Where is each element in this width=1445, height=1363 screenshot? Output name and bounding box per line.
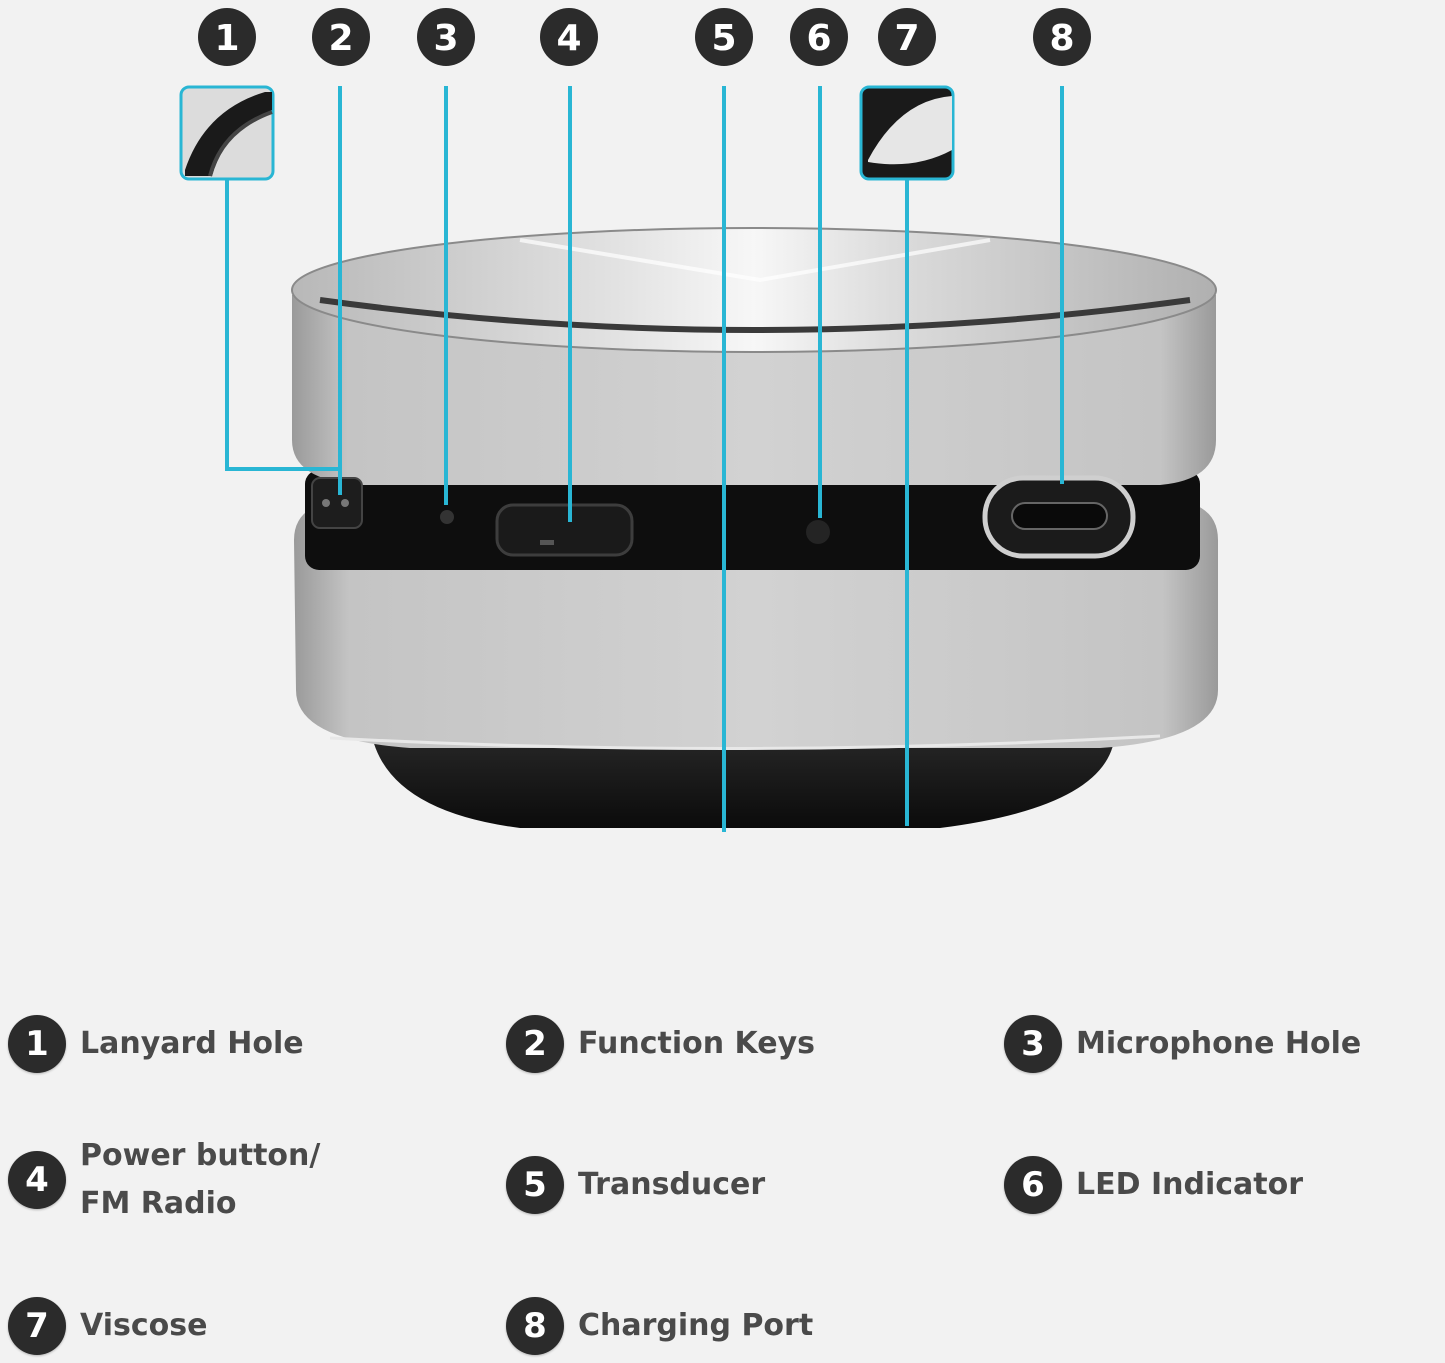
legend-label: Microphone Hole (1076, 1020, 1361, 1068)
legend-label-line: Charging Port (578, 1308, 814, 1343)
legend-number-badge: 2 (506, 1015, 564, 1073)
legend-label-line: LED Indicator (1076, 1167, 1304, 1202)
marker-circle (878, 8, 936, 66)
legend-item-6: 6 LED Indicator (1004, 1156, 1303, 1214)
marker-circle (198, 8, 256, 66)
speaker-body (291, 227, 1218, 828)
speaker-diagram: 1 2 3 4 5 6 7 8 (179, 8, 1218, 832)
marker-number: 5 (711, 18, 736, 59)
legend-item-8: 8 Charging Port (506, 1297, 813, 1355)
legend-label-line: Function Keys (578, 1026, 816, 1061)
marker-number: 2 (328, 18, 353, 59)
legend-number-badge: 8 (506, 1297, 564, 1355)
legend-label-line: Transducer (578, 1167, 766, 1202)
marker-1: 1 (198, 8, 256, 66)
top-markers: 1 2 3 4 5 6 7 8 (198, 8, 1091, 66)
legend-label: Power button/FM Radio (80, 1132, 320, 1228)
microphone-hole (440, 510, 454, 524)
marker-circle (417, 8, 475, 66)
leader-line-1 (225, 180, 340, 471)
legend-item-3: 3 Microphone Hole (1004, 1015, 1361, 1073)
legend-item-7: 7 Viscose (8, 1297, 207, 1355)
marker-number: 7 (894, 18, 919, 59)
marker-3: 3 (417, 8, 475, 66)
legend-item-2: 2 Function Keys (506, 1015, 815, 1073)
marker-number: 4 (556, 18, 581, 59)
marker-circle (540, 8, 598, 66)
legend-number-badge: 7 (8, 1297, 66, 1355)
detail-thumbnail-viscose (859, 85, 955, 181)
legend-label: Function Keys (578, 1020, 815, 1068)
marker-2: 2 (312, 8, 370, 66)
marker-number: 8 (1049, 18, 1074, 59)
legend-label: Transducer (578, 1161, 765, 1209)
marker-5: 5 (695, 8, 753, 66)
legend-number-badge: 1 (8, 1015, 66, 1073)
marker-circle (790, 8, 848, 66)
legend-number-badge: 3 (1004, 1015, 1062, 1073)
marker-number: 3 (433, 18, 458, 59)
lanyard-hole (311, 477, 363, 529)
legend-label: Charging Port (578, 1302, 813, 1350)
leader-lines (225, 86, 1064, 832)
legend-label-line: Viscose (80, 1308, 208, 1343)
marker-circle (695, 8, 753, 66)
legend-label-line: Lanyard Hole (80, 1026, 304, 1061)
speaker-base (370, 725, 1116, 828)
marker-8: 8 (1033, 8, 1091, 66)
legend-number-badge: 4 (8, 1151, 66, 1209)
marker-number: 1 (214, 18, 239, 59)
power-button (495, 503, 634, 557)
legend-label: LED Indicator (1076, 1161, 1303, 1209)
legend-item-1: 1 Lanyard Hole (8, 1015, 304, 1073)
legend-number-badge: 5 (506, 1156, 564, 1214)
legend-label-line: FM Radio (80, 1186, 237, 1221)
marker-6: 6 (790, 8, 848, 66)
speaker-top-cap (291, 227, 1217, 353)
detail-thumbnail-lanyard (179, 85, 275, 181)
marker-circle (312, 8, 370, 66)
marker-4: 4 (540, 8, 598, 66)
legend-number-badge: 6 (1004, 1156, 1062, 1214)
marker-circle (1033, 8, 1091, 66)
marker-7: 7 (878, 8, 936, 66)
led-indicator (806, 520, 830, 544)
legend-label-line: Microphone Hole (1076, 1026, 1362, 1061)
legend-label: Lanyard Hole (80, 1020, 304, 1068)
legend-label: Viscose (80, 1302, 207, 1350)
legend-label-line: Power button/ (80, 1138, 321, 1173)
legend-item-5: 5 Transducer (506, 1156, 765, 1214)
marker-number: 6 (806, 18, 831, 59)
